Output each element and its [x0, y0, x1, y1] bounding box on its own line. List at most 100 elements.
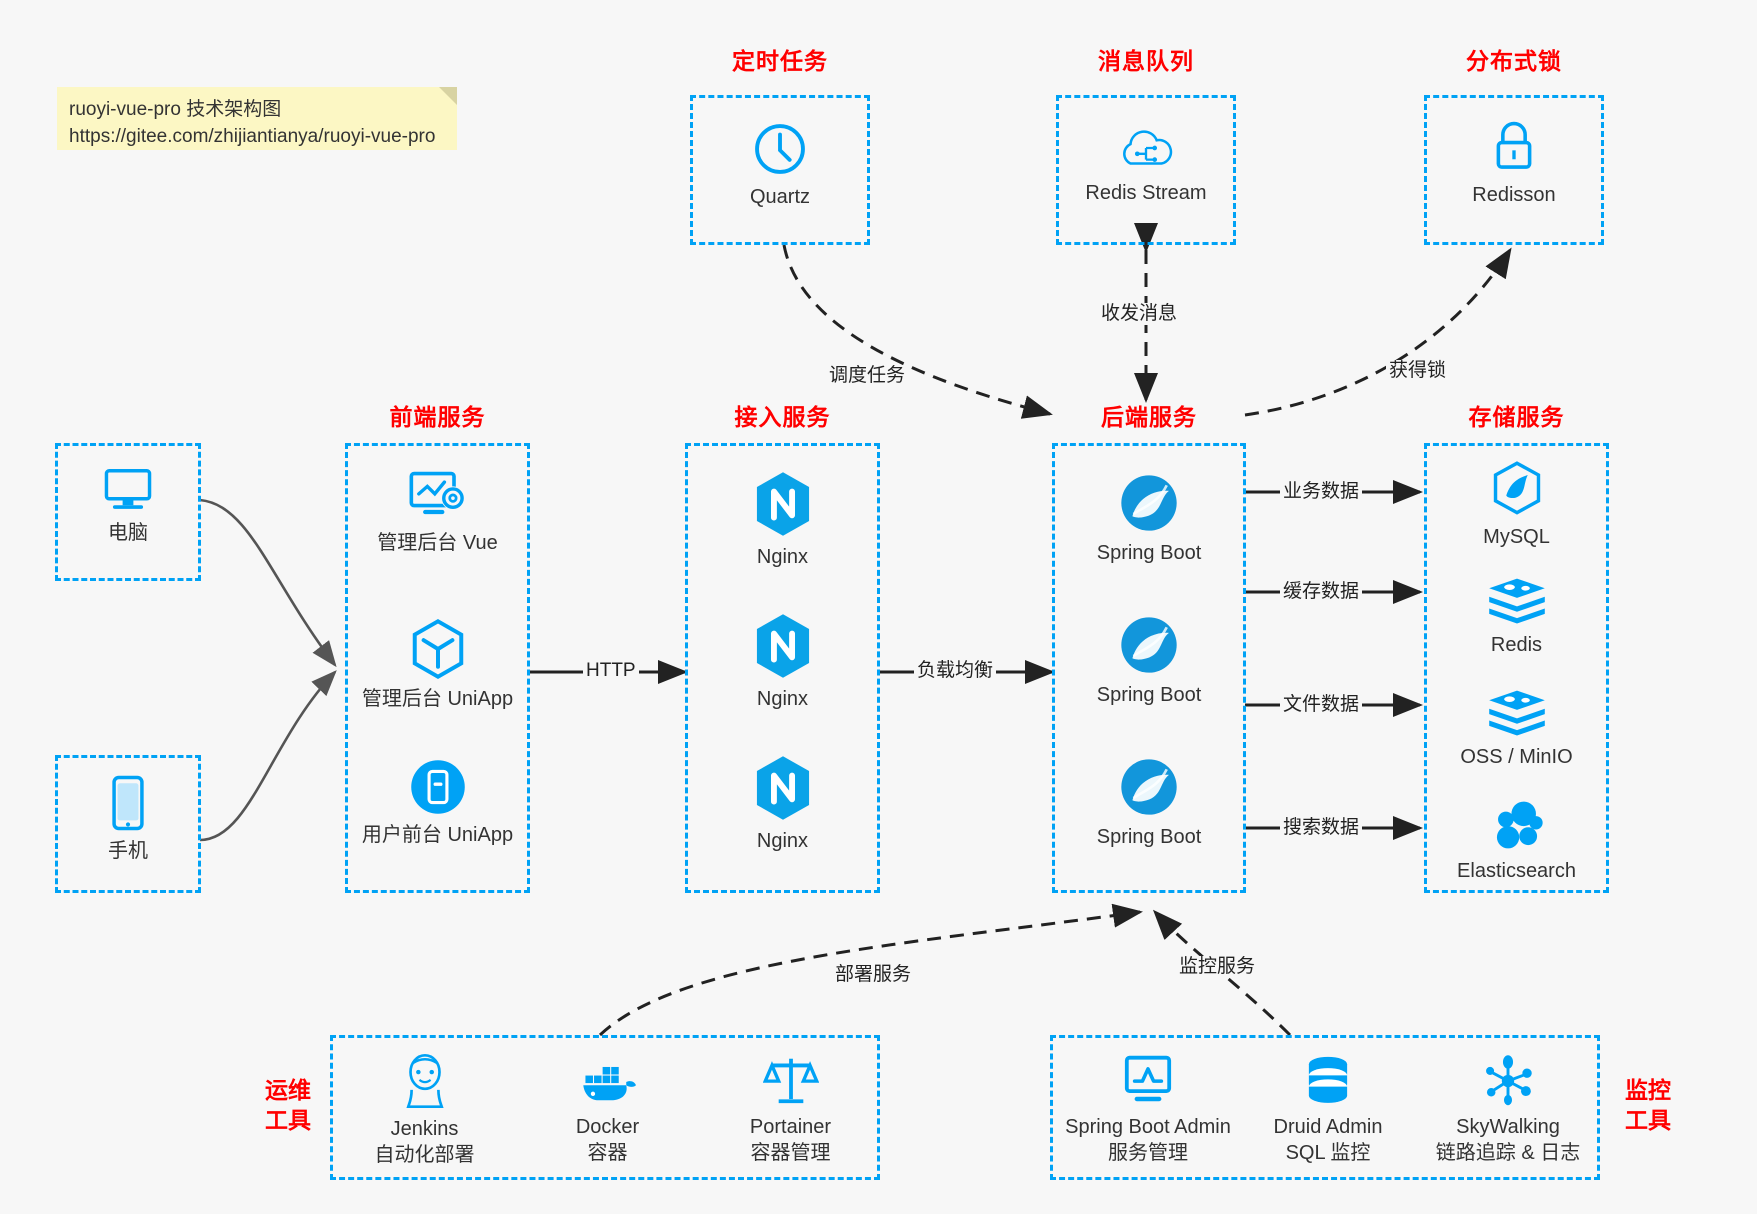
node-mysql[interactable]: MySQL — [1427, 460, 1606, 550]
node-label: OSS / MinIO — [1460, 746, 1573, 768]
node-label: Elasticsearch — [1457, 860, 1576, 882]
group-title-devops: 运维 工具 — [258, 1075, 318, 1135]
elasticsearch-icon — [1427, 798, 1606, 852]
node-label: Spring Boot — [1096, 542, 1202, 564]
node-label: Spring Boot — [1096, 826, 1202, 848]
group-title-mq: 消息队列 — [1098, 48, 1194, 74]
group-title-scheduler: 定时任务 — [732, 48, 828, 74]
group-title-storage: 存储服务 — [1468, 404, 1565, 430]
note-line-1: ruoyi-vue-pro 技术架构图 — [69, 99, 282, 120]
node-redis-stream[interactable]: Redis Stream — [1059, 122, 1233, 206]
edge-label-biz-data: 业务数据 — [1280, 481, 1363, 503]
node-label: 手机 — [108, 840, 148, 862]
node-skywalking[interactable]: SkyWalking 链路追踪 & 日志 — [1413, 1054, 1603, 1166]
edge-label-lb: 负载均衡 — [914, 660, 997, 682]
group-title-lock: 分布式锁 — [1466, 48, 1562, 74]
group-box-devops: Jenkins 自动化部署 Docker 容器 — [330, 1035, 880, 1180]
node-label: Spring Boot Admin — [1065, 1116, 1231, 1138]
group-box-storage: MySQL Redis — [1424, 443, 1609, 893]
node-springboot-2[interactable]: Spring Boot — [1055, 614, 1243, 708]
node-nginx-1[interactable]: Nginx — [688, 470, 877, 570]
node-redis[interactable]: Redis — [1427, 574, 1606, 658]
node-nginx-3[interactable]: Nginx — [688, 754, 877, 854]
node-label: Portainer — [749, 1116, 832, 1138]
spring-icon — [1055, 614, 1243, 676]
node-sublabel: 容器管理 — [750, 1142, 831, 1164]
group-title-monitor-line2: 工具 — [1625, 1107, 1671, 1133]
clock-icon — [693, 120, 867, 178]
node-oss-minio[interactable]: OSS / MinIO — [1427, 686, 1606, 770]
node-admin-vue[interactable]: 管理后台 Vue — [348, 468, 527, 556]
nginx-icon — [688, 470, 877, 538]
group-title-monitor: 监控 工具 — [1618, 1075, 1678, 1135]
node-label: 电脑 — [108, 522, 148, 544]
group-box-mq: Redis Stream — [1056, 95, 1236, 245]
node-label: Nginx — [756, 688, 809, 710]
node-label: Druid Admin — [1273, 1116, 1383, 1138]
edge-label-monitoring: 监控服务 — [1176, 956, 1259, 978]
desktop-icon — [58, 462, 198, 514]
node-sublabel: 容器 — [587, 1142, 628, 1164]
node-user-uniapp[interactable]: 用户前台 UniApp — [348, 758, 527, 848]
node-desktop[interactable]: 电脑 — [58, 462, 198, 546]
node-spring-boot-admin[interactable]: Spring Boot Admin 服务管理 — [1053, 1052, 1243, 1166]
node-sublabel: SQL 监控 — [1285, 1142, 1371, 1164]
note-fold-corner — [439, 87, 457, 105]
node-label: 用户前台 UniApp — [361, 824, 514, 846]
node-jenkins[interactable]: Jenkins 自动化部署 — [333, 1052, 516, 1168]
node-label: Quartz — [749, 186, 811, 208]
lock-icon — [1427, 118, 1601, 176]
group-title-devops-line2: 工具 — [265, 1107, 311, 1133]
note-line-2: https://gitee.com/zhijiantianya/ruoyi-vu… — [69, 126, 436, 147]
group-title-backend: 后端服务 — [1101, 404, 1197, 430]
group-title-monitor-line1: 监控 — [1625, 1077, 1671, 1103]
redis-icon — [1427, 574, 1606, 626]
node-label: Redis — [1490, 634, 1543, 656]
edge-label-http: HTTP — [583, 660, 639, 682]
node-docker[interactable]: Docker 容器 — [516, 1056, 699, 1166]
spring-icon — [1055, 472, 1243, 534]
node-springboot-1[interactable]: Spring Boot — [1055, 472, 1243, 566]
node-druid-admin[interactable]: Druid Admin SQL 监控 — [1243, 1054, 1413, 1166]
nginx-icon — [688, 754, 877, 822]
monitor-chart-icon — [1053, 1052, 1243, 1108]
oss-icon — [1427, 686, 1606, 738]
group-box-client-phone: 手机 — [55, 755, 201, 893]
docker-icon — [516, 1056, 699, 1108]
node-label: SkyWalking — [1456, 1116, 1560, 1138]
group-box-scheduler: Quartz — [690, 95, 870, 245]
nginx-icon — [688, 612, 877, 680]
node-label: 管理后台 UniApp — [361, 688, 514, 710]
cube-icon — [348, 618, 527, 680]
node-sublabel: 自动化部署 — [374, 1144, 475, 1166]
node-elasticsearch[interactable]: Elasticsearch — [1427, 798, 1606, 884]
node-label: Redis Stream — [1085, 182, 1207, 204]
mysql-icon — [1427, 460, 1606, 518]
scales-icon — [699, 1052, 882, 1108]
cloud-stream-icon — [1059, 122, 1233, 174]
group-box-lock: Redisson — [1424, 95, 1604, 245]
node-redisson[interactable]: Redisson — [1427, 118, 1601, 208]
node-label: Nginx — [756, 546, 809, 568]
edge-label-search-data: 搜索数据 — [1280, 817, 1363, 839]
node-label: MySQL — [1483, 526, 1550, 548]
group-box-gateway: Nginx Nginx Nginx — [685, 443, 880, 893]
node-nginx-2[interactable]: Nginx — [688, 612, 877, 712]
node-quartz[interactable]: Quartz — [693, 120, 867, 210]
edge-label-messages: 收发消息 — [1098, 303, 1181, 325]
node-label: Docker — [575, 1116, 640, 1138]
node-phone[interactable]: 手机 — [58, 774, 198, 864]
node-admin-uniapp[interactable]: 管理后台 UniApp — [348, 618, 527, 712]
group-box-monitor: Spring Boot Admin 服务管理 Druid Admin SQL 监… — [1050, 1035, 1600, 1180]
edge-label-cache-data: 缓存数据 — [1280, 581, 1363, 603]
edge-label-schedule: 调度任务 — [826, 365, 909, 387]
node-portainer[interactable]: Portainer 容器管理 — [699, 1052, 882, 1166]
node-sublabel: 链路追踪 & 日志 — [1435, 1142, 1581, 1164]
database-icon — [1243, 1054, 1413, 1108]
node-label: Nginx — [756, 830, 809, 852]
node-springboot-3[interactable]: Spring Boot — [1055, 756, 1243, 850]
edge-label-acquire-lock: 获得锁 — [1386, 360, 1450, 382]
group-box-frontend: 管理后台 Vue 管理后台 UniApp 用户前台 UniApp — [345, 443, 530, 893]
node-label: 管理后台 Vue — [377, 532, 498, 554]
